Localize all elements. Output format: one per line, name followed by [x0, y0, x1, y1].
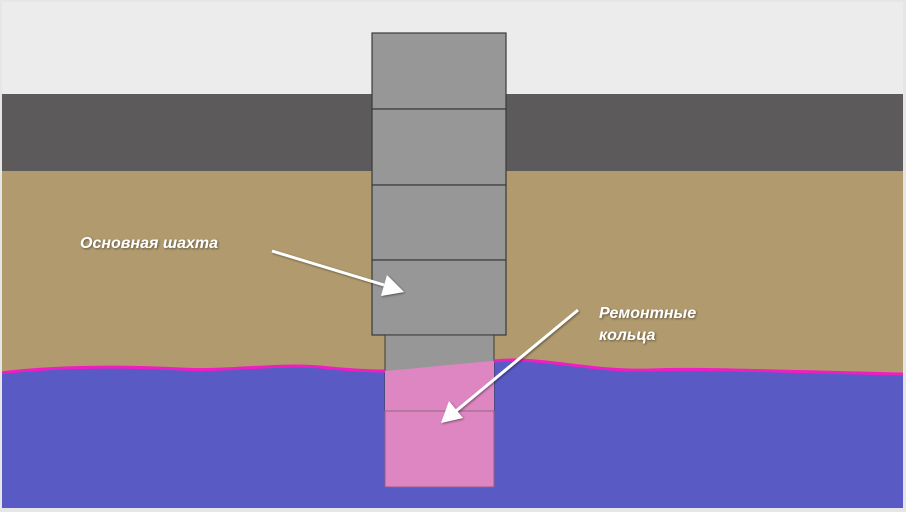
- label-repair-rings-line2: кольца: [599, 327, 655, 344]
- shaft-ring: [371, 259, 507, 336]
- shaft-ring: [371, 32, 507, 110]
- repair-ring-upper-wet: [385, 361, 494, 411]
- shaft-ring: [371, 108, 507, 186]
- arrow-pointer-icon: [271, 249, 404, 296]
- water-line: [493, 358, 903, 376]
- water-line: [2, 364, 386, 375]
- repair-ring-lower: [384, 410, 495, 488]
- label-repair-rings-line1: Ремонтные: [599, 305, 696, 322]
- label-main-shaft: Основная шахта: [80, 235, 218, 252]
- arrow-pointer-icon: [441, 308, 579, 423]
- shaft-ring: [371, 184, 507, 261]
